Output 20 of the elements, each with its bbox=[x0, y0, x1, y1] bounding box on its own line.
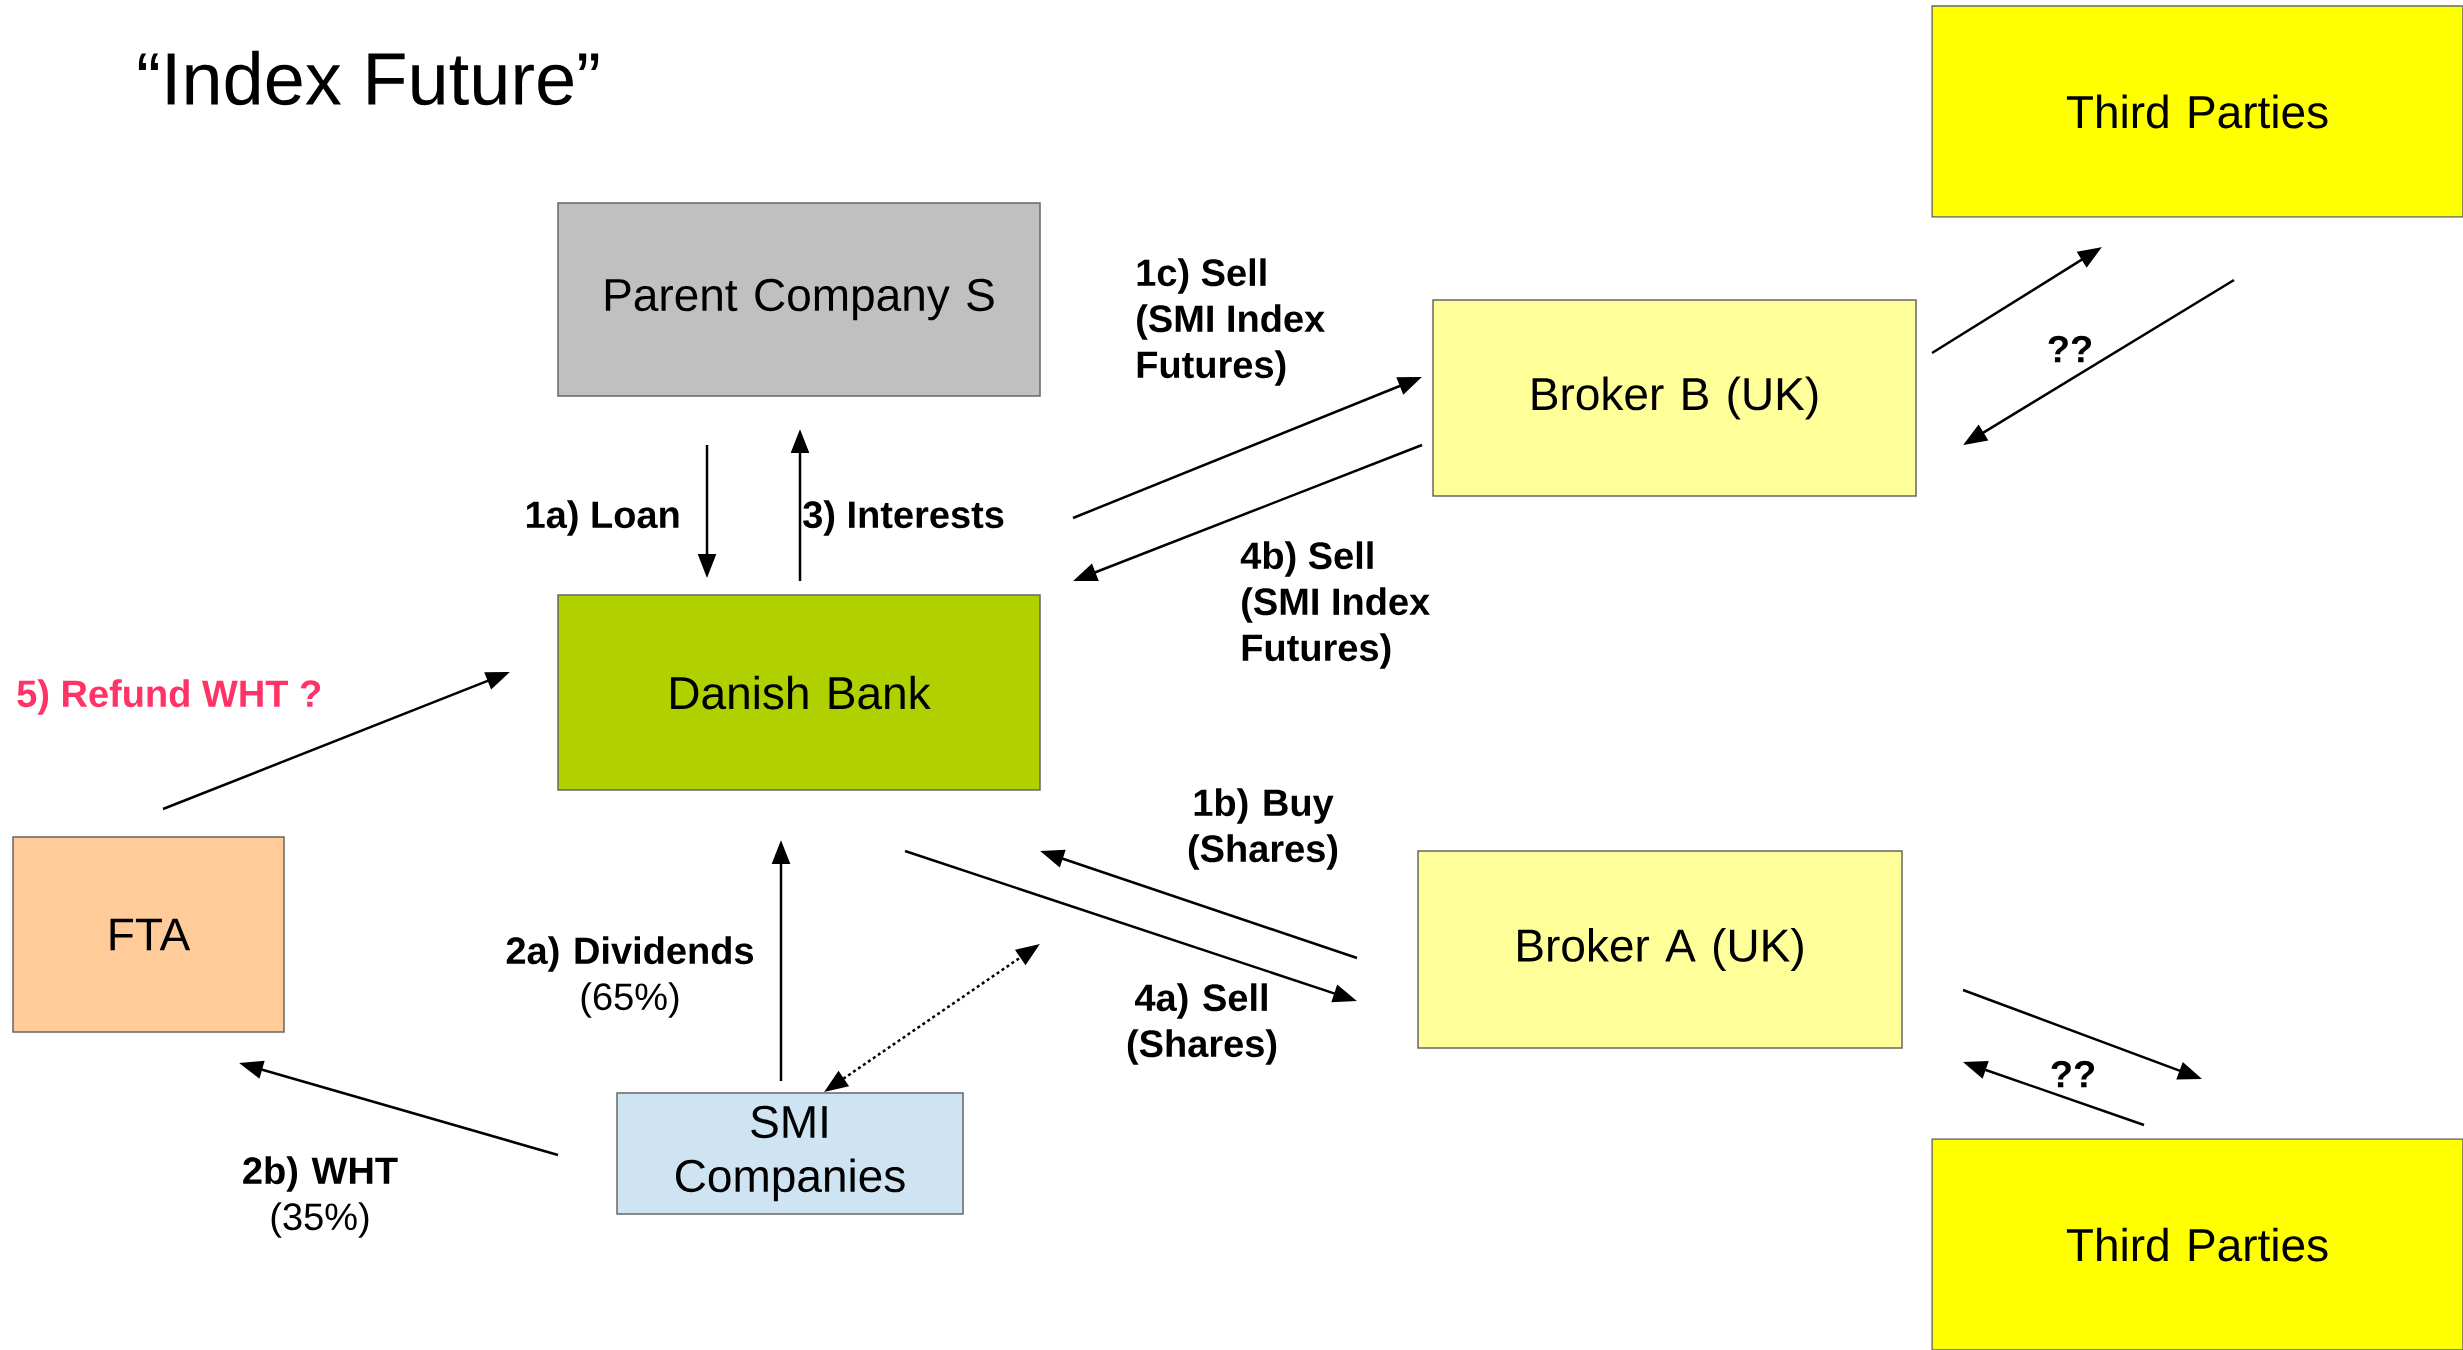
edge-label: 4a) Sell (Shares) bbox=[1127, 983, 1277, 1065]
process-box: Third Parties bbox=[1931, 5, 2463, 218]
title: “Index Future” bbox=[138, 50, 599, 106]
edge-label: ?? bbox=[2051, 1060, 2095, 1088]
edge-label: 3) Interests bbox=[803, 500, 1004, 536]
process-box: Broker B (UK) bbox=[1432, 299, 1917, 497]
process-box: SMI Companies bbox=[616, 1092, 964, 1215]
edge-label: 1a) Loan bbox=[526, 500, 679, 536]
edge-label: 2b) WHT (35%) bbox=[243, 1156, 398, 1238]
process-box: Broker A (UK) bbox=[1417, 850, 1903, 1049]
edge-label: 2a) Dividends (65%) bbox=[506, 936, 754, 1018]
edge-label: 4b) Sell (SMI Index Futures) bbox=[1240, 541, 1430, 669]
process-box: Third Parties bbox=[1931, 1138, 2463, 1350]
edge-label: 1c) Sell (SMI Index Futures) bbox=[1137, 258, 1325, 386]
process-box: Parent Company S bbox=[557, 202, 1041, 397]
process-box: Danish Bank bbox=[557, 594, 1041, 791]
edge-label: 1b) Buy (Shares) bbox=[1188, 788, 1338, 870]
edge-label: ?? bbox=[2048, 335, 2092, 363]
process-box: FTA bbox=[12, 836, 285, 1033]
edge-label: 5) Refund WHT ? bbox=[17, 679, 321, 715]
